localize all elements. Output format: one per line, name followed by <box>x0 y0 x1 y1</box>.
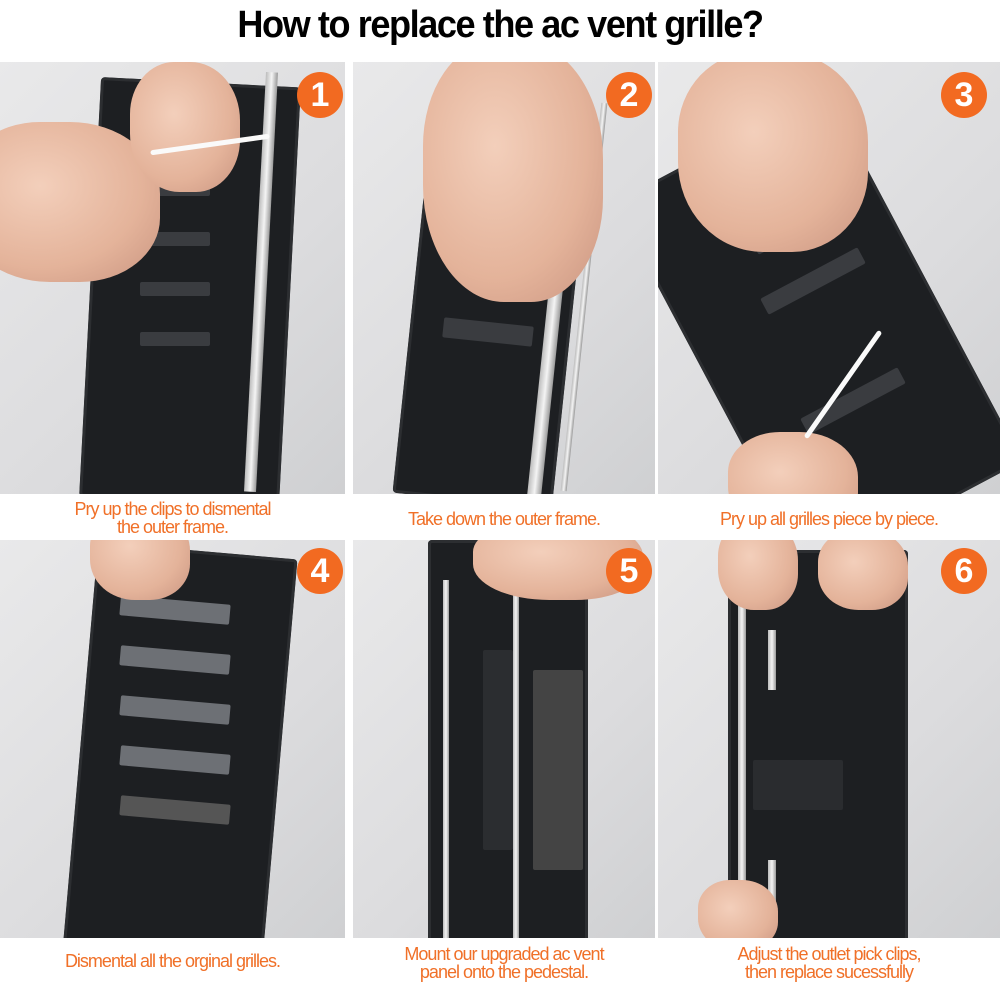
step-2-panel: 2 <box>353 62 655 494</box>
step-3-number-badge: 3 <box>941 72 987 118</box>
step-1-panel: 1 <box>0 62 345 494</box>
step-6-caption: Adjust the outlet pick clips, then repla… <box>737 944 921 982</box>
step-2-photo <box>353 62 655 494</box>
step-5-caption: Mount our upgraded ac vent panel onto th… <box>404 944 604 982</box>
step-4-caption: Dismental all the orginal grilles. <box>64 951 281 971</box>
step-3-photo <box>658 62 1000 494</box>
step-1-photo <box>0 62 345 494</box>
step-4-photo <box>0 540 345 938</box>
step-3-caption: Pry up all grilles piece by piece. <box>719 509 939 529</box>
page-title: How to replace the ac vent grille? <box>237 4 764 46</box>
step-5-panel: 5 <box>353 540 655 938</box>
step-2-number-badge: 2 <box>606 72 652 118</box>
step-6-photo <box>658 540 1000 938</box>
step-6-panel: 6 <box>658 540 1000 938</box>
step-1-number-badge: 1 <box>297 72 343 118</box>
step-6-number-badge: 6 <box>941 548 987 594</box>
step-4-number-badge: 4 <box>297 548 343 594</box>
step-5-number-badge: 5 <box>606 548 652 594</box>
step-4-panel: 4 <box>0 540 345 938</box>
step-3-panel: 3 <box>658 62 1000 494</box>
step-2-caption: Take down the outer frame. <box>407 509 601 529</box>
step-1-caption: Pry up the clips to dismental the outer … <box>74 499 271 537</box>
step-5-photo <box>353 540 655 938</box>
